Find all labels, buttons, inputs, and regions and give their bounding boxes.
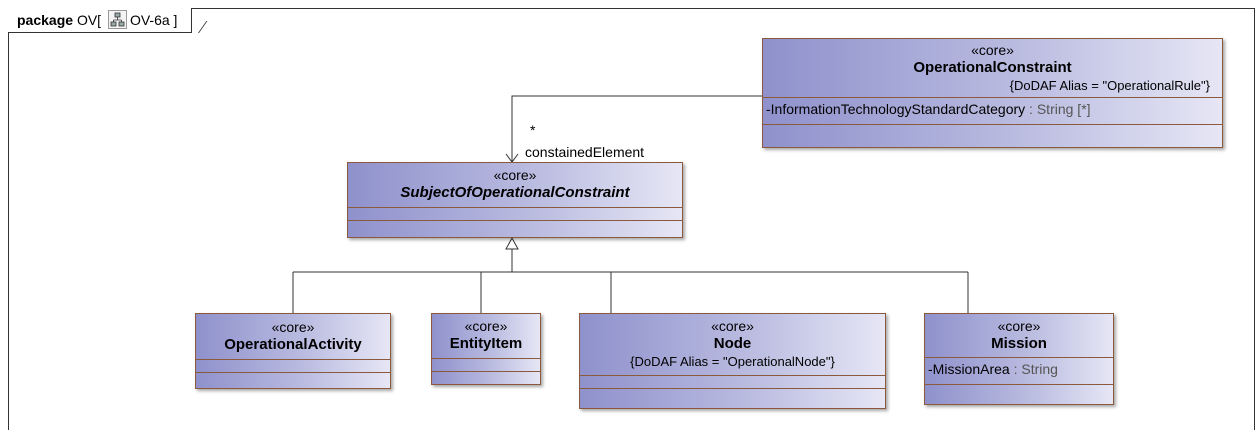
class-name: OperationalActivity [224, 336, 362, 353]
stereotype-label: «core» [271, 319, 315, 335]
operation-compartment [348, 220, 682, 233]
class-name: EntityItem [449, 335, 523, 352]
attribute-compartment [580, 375, 885, 388]
operation-compartment [196, 372, 390, 385]
diagram-frame-tab: package OV[ OV-6a ] [8, 8, 193, 33]
attribute-type: : String [1009, 361, 1058, 377]
frame-bracket-open: [ [97, 12, 102, 28]
class-node[interactable]: «core» Node {DoDAF Alias = "OperationalN… [579, 313, 886, 409]
operation-compartment [432, 371, 540, 382]
attribute-compartment: -InformationTechnologyStandardCategory :… [763, 97, 1222, 124]
alias-label: {DoDAF Alias = "OperationalRule"} [1009, 78, 1210, 93]
attribute-compartment [348, 207, 682, 220]
operation-compartment [925, 384, 1113, 397]
stereotype-label: «core» [464, 318, 508, 334]
class-diagram-icon [107, 10, 127, 29]
package-frame [8, 8, 1255, 430]
attribute-compartment [196, 359, 390, 372]
association-role-label: constainedElement [525, 144, 645, 160]
class-operational-constraint[interactable]: «core» OperationalConstraint {DoDAF Alia… [762, 38, 1223, 148]
attribute-visibility: - [928, 361, 933, 377]
class-name: Mission [991, 335, 1047, 352]
attribute-name: MissionArea [932, 361, 1010, 377]
attribute-compartment: -MissionArea : String [925, 357, 1113, 384]
operation-compartment [580, 388, 885, 401]
class-name: Node [713, 335, 752, 352]
alias-label: {DoDAF Alias = "OperationalNode"} [630, 354, 835, 369]
attribute-name: InformationTechnologyStandardCategory [770, 101, 1026, 117]
operation-compartment [763, 124, 1222, 137]
frame-keyword: package [17, 12, 74, 28]
frame-bracket-close: ] [173, 12, 178, 28]
attribute-visibility: - [766, 101, 771, 117]
association-multiplicity: * [530, 122, 536, 138]
class-mission[interactable]: «core» Mission -MissionArea : String [924, 313, 1114, 405]
stereotype-label: «core» [711, 318, 754, 334]
generalization-arrowhead [505, 236, 519, 250]
attribute-compartment [432, 358, 540, 371]
stereotype-label: «core» [971, 42, 1014, 58]
class-subject-of-operational-constraint[interactable]: «core» SubjectOfOperationalConstraint [347, 162, 683, 238]
stereotype-label: «core» [997, 318, 1041, 334]
class-name: SubjectOfOperationalConstraint [400, 184, 630, 201]
class-name: OperationalConstraint [913, 59, 1072, 76]
frame-diagram-name: OV-6a [129, 12, 170, 28]
attribute-type: : String [*] [1025, 101, 1091, 117]
association-line [511, 95, 762, 162]
class-entity-item[interactable]: «core» EntityItem [431, 313, 541, 385]
stereotype-label: «core» [493, 167, 537, 183]
class-operational-activity[interactable]: «core» OperationalActivity [195, 313, 391, 389]
frame-package-name: OV [76, 12, 98, 28]
